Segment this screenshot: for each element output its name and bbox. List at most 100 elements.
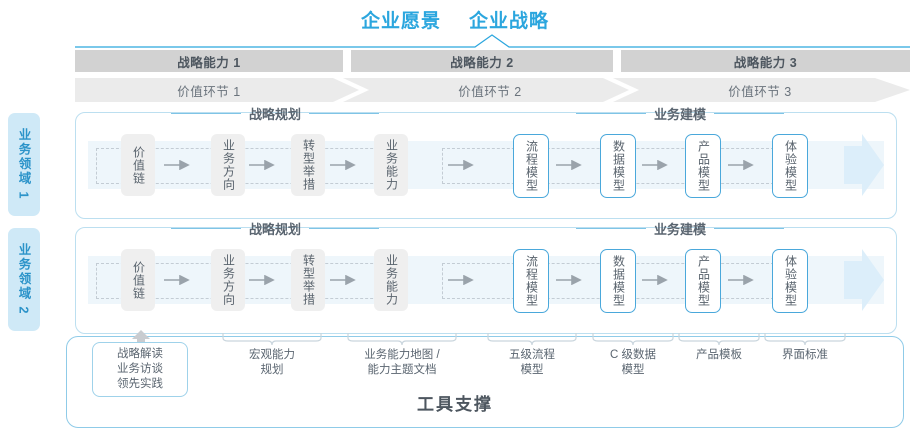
tool-label-line-1: 业务能力地图 / <box>364 349 440 361</box>
capability-cell-1: 战略能力 1 <box>75 50 343 72</box>
value-link-label-2: 价值环节 2 <box>365 78 615 102</box>
node-label: 体验模型 <box>783 255 798 307</box>
modeling-rule-left-1 <box>576 112 646 114</box>
planning-rule-right-1 <box>309 112 380 114</box>
tool-label-process-model: 五级流程 模型 <box>487 348 577 378</box>
capability-label-2: 战略能力 2 <box>450 55 514 70</box>
node-transformation-action-1[interactable]: 转型举措 <box>291 134 325 196</box>
node-label: 体验模型 <box>783 140 798 192</box>
node-business-direction-2[interactable]: 业务方向 <box>211 249 245 311</box>
sidebar-item-domain-1[interactable]: 业务领域 1 <box>8 113 40 216</box>
node-label: 流程模型 <box>524 255 539 307</box>
capability-label-3: 战略能力 3 <box>733 55 798 70</box>
node-label: 价值链 <box>131 260 146 300</box>
node-label: 数据模型 <box>611 140 626 192</box>
value-link-label-1: 价值环节 1 <box>75 78 343 102</box>
planning-title-1: 战略规划 <box>249 106 302 122</box>
row-1-arrow-2 <box>249 160 275 170</box>
tool-label-line-2: 能力主题文档 <box>367 364 437 376</box>
capability-label-1: 战略能力 1 <box>177 55 241 70</box>
node-label: 业务能力 <box>384 139 399 191</box>
node-label: 产品模型 <box>696 255 711 307</box>
tool-label-line-2: 规划 <box>260 364 284 376</box>
node-value-chain-2[interactable]: 价值链 <box>121 249 155 311</box>
modeling-rule-left-2 <box>576 227 646 229</box>
modeling-rule-right-1 <box>714 112 785 114</box>
node-label: 数据模型 <box>611 255 626 307</box>
node-data-model-1[interactable]: 数据模型 <box>600 134 636 198</box>
header-titles: 企业愿景 企业战略 <box>0 6 910 33</box>
node-label: 业务方向 <box>221 254 236 306</box>
node-experience-model-2[interactable]: 体验模型 <box>772 249 808 313</box>
tool-label-product-template: 产品模板 <box>678 348 760 363</box>
row-2-planning-header: 战略规划 <box>171 220 380 237</box>
planning-rule-right-2 <box>309 227 380 229</box>
node-label: 业务方向 <box>221 139 236 191</box>
node-label: 转型举措 <box>301 254 316 306</box>
enterprise-vision-label: 企业愿景 <box>360 11 441 32</box>
row-1-arrow-4 <box>448 160 474 170</box>
bracket-product-template <box>678 333 760 346</box>
capability-cell-3: 战略能力 3 <box>621 50 910 72</box>
bracket-process-model <box>487 333 577 346</box>
tool-pill-strategy-interpretation[interactable]: 战略解读 业务访谈 领先实践 <box>92 342 188 397</box>
tool-label-line-2: 模型 <box>621 364 645 376</box>
bracket-ui-standard <box>764 333 846 346</box>
modeling-title-2: 业务建模 <box>654 221 707 237</box>
bracket-capability-map <box>347 333 457 346</box>
value-link-text-3: 价值环节 3 <box>728 84 792 99</box>
node-label: 价值链 <box>131 145 146 185</box>
modeling-rule-right-2 <box>714 227 785 229</box>
value-link-band: 价值环节 1 价值环节 2 价值环节 3 <box>75 78 910 102</box>
value-link-label-3: 价值环节 3 <box>635 78 885 102</box>
domain-label-2: 业务领域 2 <box>16 243 31 316</box>
row-1-flow-arrowhead <box>844 134 884 196</box>
tool-label-capability-map: 业务能力地图 / 能力主题文档 <box>347 348 457 378</box>
value-link-text-1: 价值环节 1 <box>177 84 241 99</box>
tool-label-line-1: 五级流程 <box>509 349 555 361</box>
node-business-direction-1[interactable]: 业务方向 <box>211 134 245 196</box>
row-1-planning-header: 战略规划 <box>171 105 380 122</box>
bracket-data-model <box>592 333 674 346</box>
row-2-modeling-header: 业务建模 <box>576 220 785 237</box>
node-label: 业务能力 <box>384 254 399 306</box>
node-business-capability-1[interactable]: 业务能力 <box>374 134 408 196</box>
row-1-modeling-header: 业务建模 <box>576 105 785 122</box>
planning-title-2: 战略规划 <box>249 221 302 237</box>
value-band-chevrons <box>75 78 910 102</box>
row-2-arrow-7 <box>728 275 754 285</box>
tool-label-data-model: C 级数据 模型 <box>592 348 674 378</box>
sidebar-item-domain-2[interactable]: 业务领域 2 <box>8 228 40 331</box>
value-chain-up-arrow <box>132 330 150 344</box>
node-value-chain-1[interactable]: 价值链 <box>121 134 155 196</box>
domain-row-2: 战略规划 业务建模 价值链 业务方向 转型举措 业务能力 流程模型 数据模型 <box>75 222 897 334</box>
tool-label-line-1: C 级数据 <box>610 349 656 361</box>
row-1-arrow-1 <box>164 160 190 170</box>
node-product-model-2[interactable]: 产品模型 <box>685 249 721 313</box>
peak-connector-line <box>75 34 910 48</box>
node-transformation-action-2[interactable]: 转型举措 <box>291 249 325 311</box>
row-2-arrow-6 <box>642 275 668 285</box>
tool-pill-line-2: 业务访谈 <box>117 363 163 375</box>
tool-pill-line-1: 战略解读 <box>117 348 163 360</box>
capability-band: 战略能力 1 战略能力 2 战略能力 3 <box>75 50 910 72</box>
node-data-model-2[interactable]: 数据模型 <box>600 249 636 313</box>
domain-label-1: 业务领域 1 <box>16 128 31 201</box>
domain-row-1: 战略规划 业务建模 价值链 业务方向 转型举措 业务能力 流程模型 数据模型 <box>75 107 897 219</box>
tool-label-line-1: 界面标准 <box>782 349 828 361</box>
capability-cell-2: 战略能力 2 <box>351 50 613 72</box>
row-1-arrow-6 <box>642 160 668 170</box>
node-experience-model-1[interactable]: 体验模型 <box>772 134 808 198</box>
node-product-model-1[interactable]: 产品模型 <box>685 134 721 198</box>
tool-label-macro-capability: 宏观能力 规划 <box>222 348 322 378</box>
node-label: 流程模型 <box>524 140 539 192</box>
node-business-capability-2[interactable]: 业务能力 <box>374 249 408 311</box>
row-2-arrow-1 <box>164 275 190 285</box>
node-process-model-1[interactable]: 流程模型 <box>513 134 549 198</box>
planning-rule-left-2 <box>171 227 241 229</box>
row-2-arrow-4 <box>448 275 474 285</box>
node-process-model-2[interactable]: 流程模型 <box>513 249 549 313</box>
tool-label-ui-standard: 界面标准 <box>764 348 846 363</box>
node-label: 转型举措 <box>301 139 316 191</box>
enterprise-strategy-label: 企业战略 <box>469 11 550 32</box>
